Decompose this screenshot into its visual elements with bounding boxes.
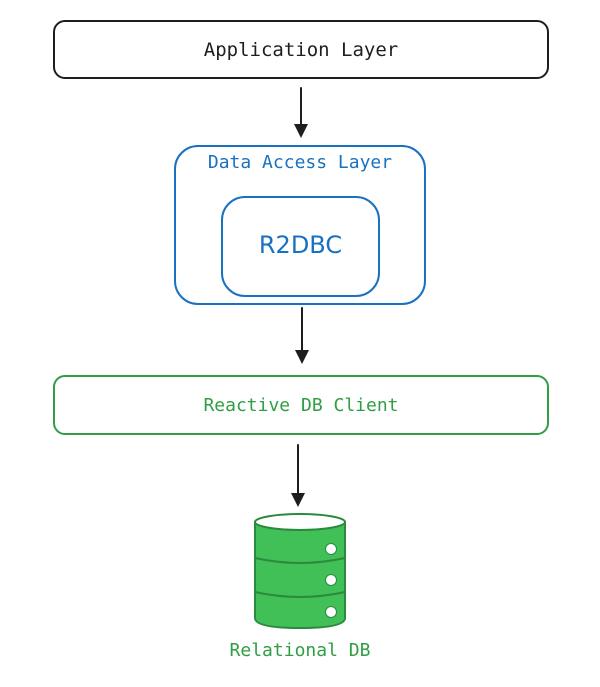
arrow-down-icon: [295, 307, 309, 364]
arrow-down-icon: [291, 444, 305, 507]
relational-db-label: Relational DB: [229, 640, 371, 661]
reactive-db-client-box: Reactive DB Client: [53, 375, 549, 435]
data-access-layer-box: Data Access Layer: [174, 145, 426, 305]
r2dbc-box: R2DBC: [221, 196, 380, 297]
data-access-layer-label: Data Access Layer: [207, 152, 393, 173]
application-layer-label: Application Layer: [203, 38, 399, 61]
reactive-db-client-label: Reactive DB Client: [203, 394, 399, 416]
arrow-down-icon: [294, 87, 308, 138]
r2dbc-label: R2DBC: [258, 230, 343, 259]
database-icon: [254, 513, 346, 630]
application-layer-box: Application Layer: [53, 20, 549, 79]
